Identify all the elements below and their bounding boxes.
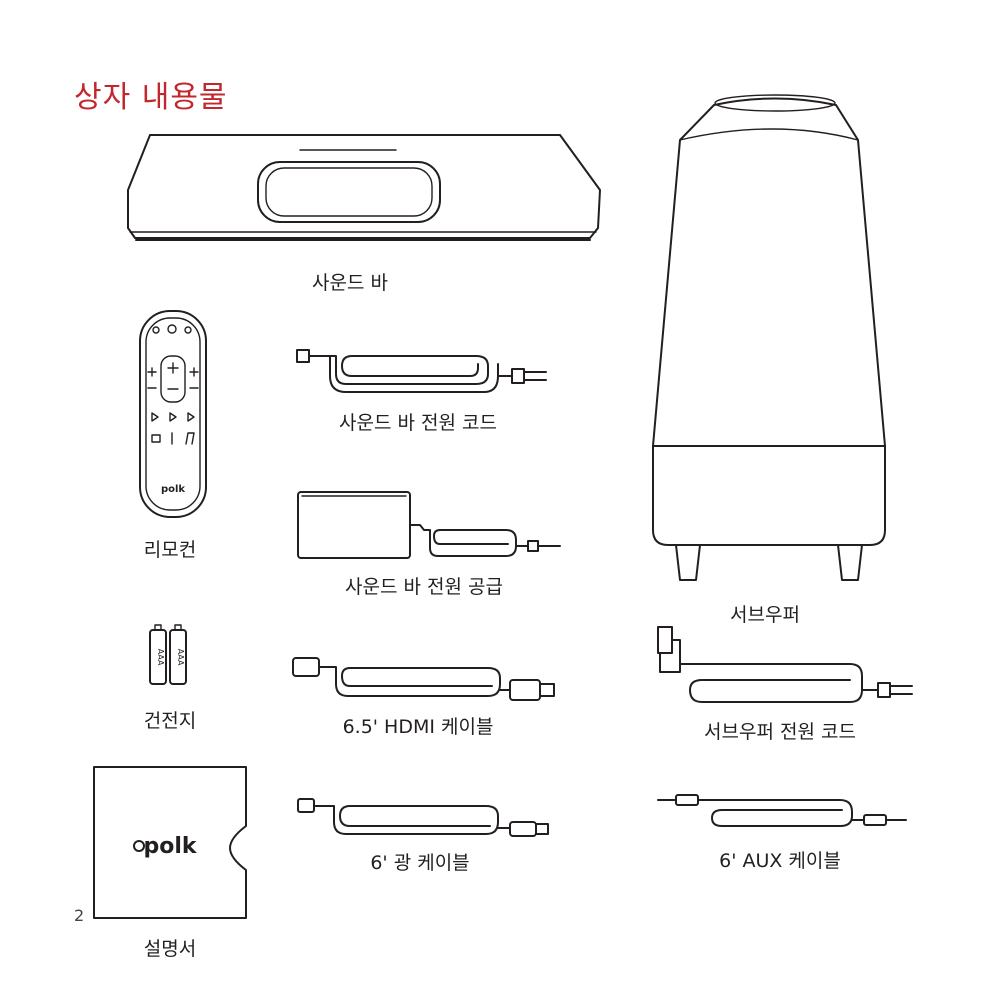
manual-label: 설명서 xyxy=(143,938,197,960)
aux-cable-illustration xyxy=(657,794,907,827)
aux-cable-label: 6' AUX 케이블 xyxy=(719,850,841,872)
soundbar-illustration xyxy=(127,134,601,241)
soundbar-power-supply-illustration xyxy=(297,491,561,559)
manual-illustration: polk xyxy=(93,766,247,919)
subwoofer-power-cord-label: 서브우퍼 전원 코드 xyxy=(704,721,856,743)
hdmi-cable-label: 6.5' HDMI 케이블 xyxy=(342,716,494,738)
subwoofer-label: 서브우퍼 xyxy=(730,604,800,626)
remote-logo: polk xyxy=(161,484,185,495)
remote-label: 리모컨 xyxy=(143,539,197,561)
remote-illustration: polk xyxy=(139,310,207,518)
optical-cable-label: 6' 광 케이블 xyxy=(370,852,470,874)
soundbar-label: 사운드 바 xyxy=(312,272,388,294)
subwoofer-power-cord-illustration xyxy=(657,626,913,703)
page-title: 상자 내용물 xyxy=(74,80,228,115)
battery-label: AAA xyxy=(176,649,185,666)
manual-logo: polk xyxy=(143,834,197,859)
optical-cable-illustration xyxy=(297,798,549,837)
soundbar-power-cord-label: 사운드 바 전원 코드 xyxy=(339,412,497,434)
batteries-illustration: AAA AAA xyxy=(149,624,187,685)
battery-label: AAA xyxy=(156,649,165,666)
batteries-label: 건전지 xyxy=(143,710,197,732)
soundbar-power-cord-illustration xyxy=(296,349,547,393)
hdmi-cable-illustration xyxy=(292,657,555,701)
subwoofer-illustration xyxy=(652,94,886,581)
soundbar-power-supply-label: 사운드 바 전원 공급 xyxy=(345,576,503,598)
page-number: 2 xyxy=(74,906,85,925)
